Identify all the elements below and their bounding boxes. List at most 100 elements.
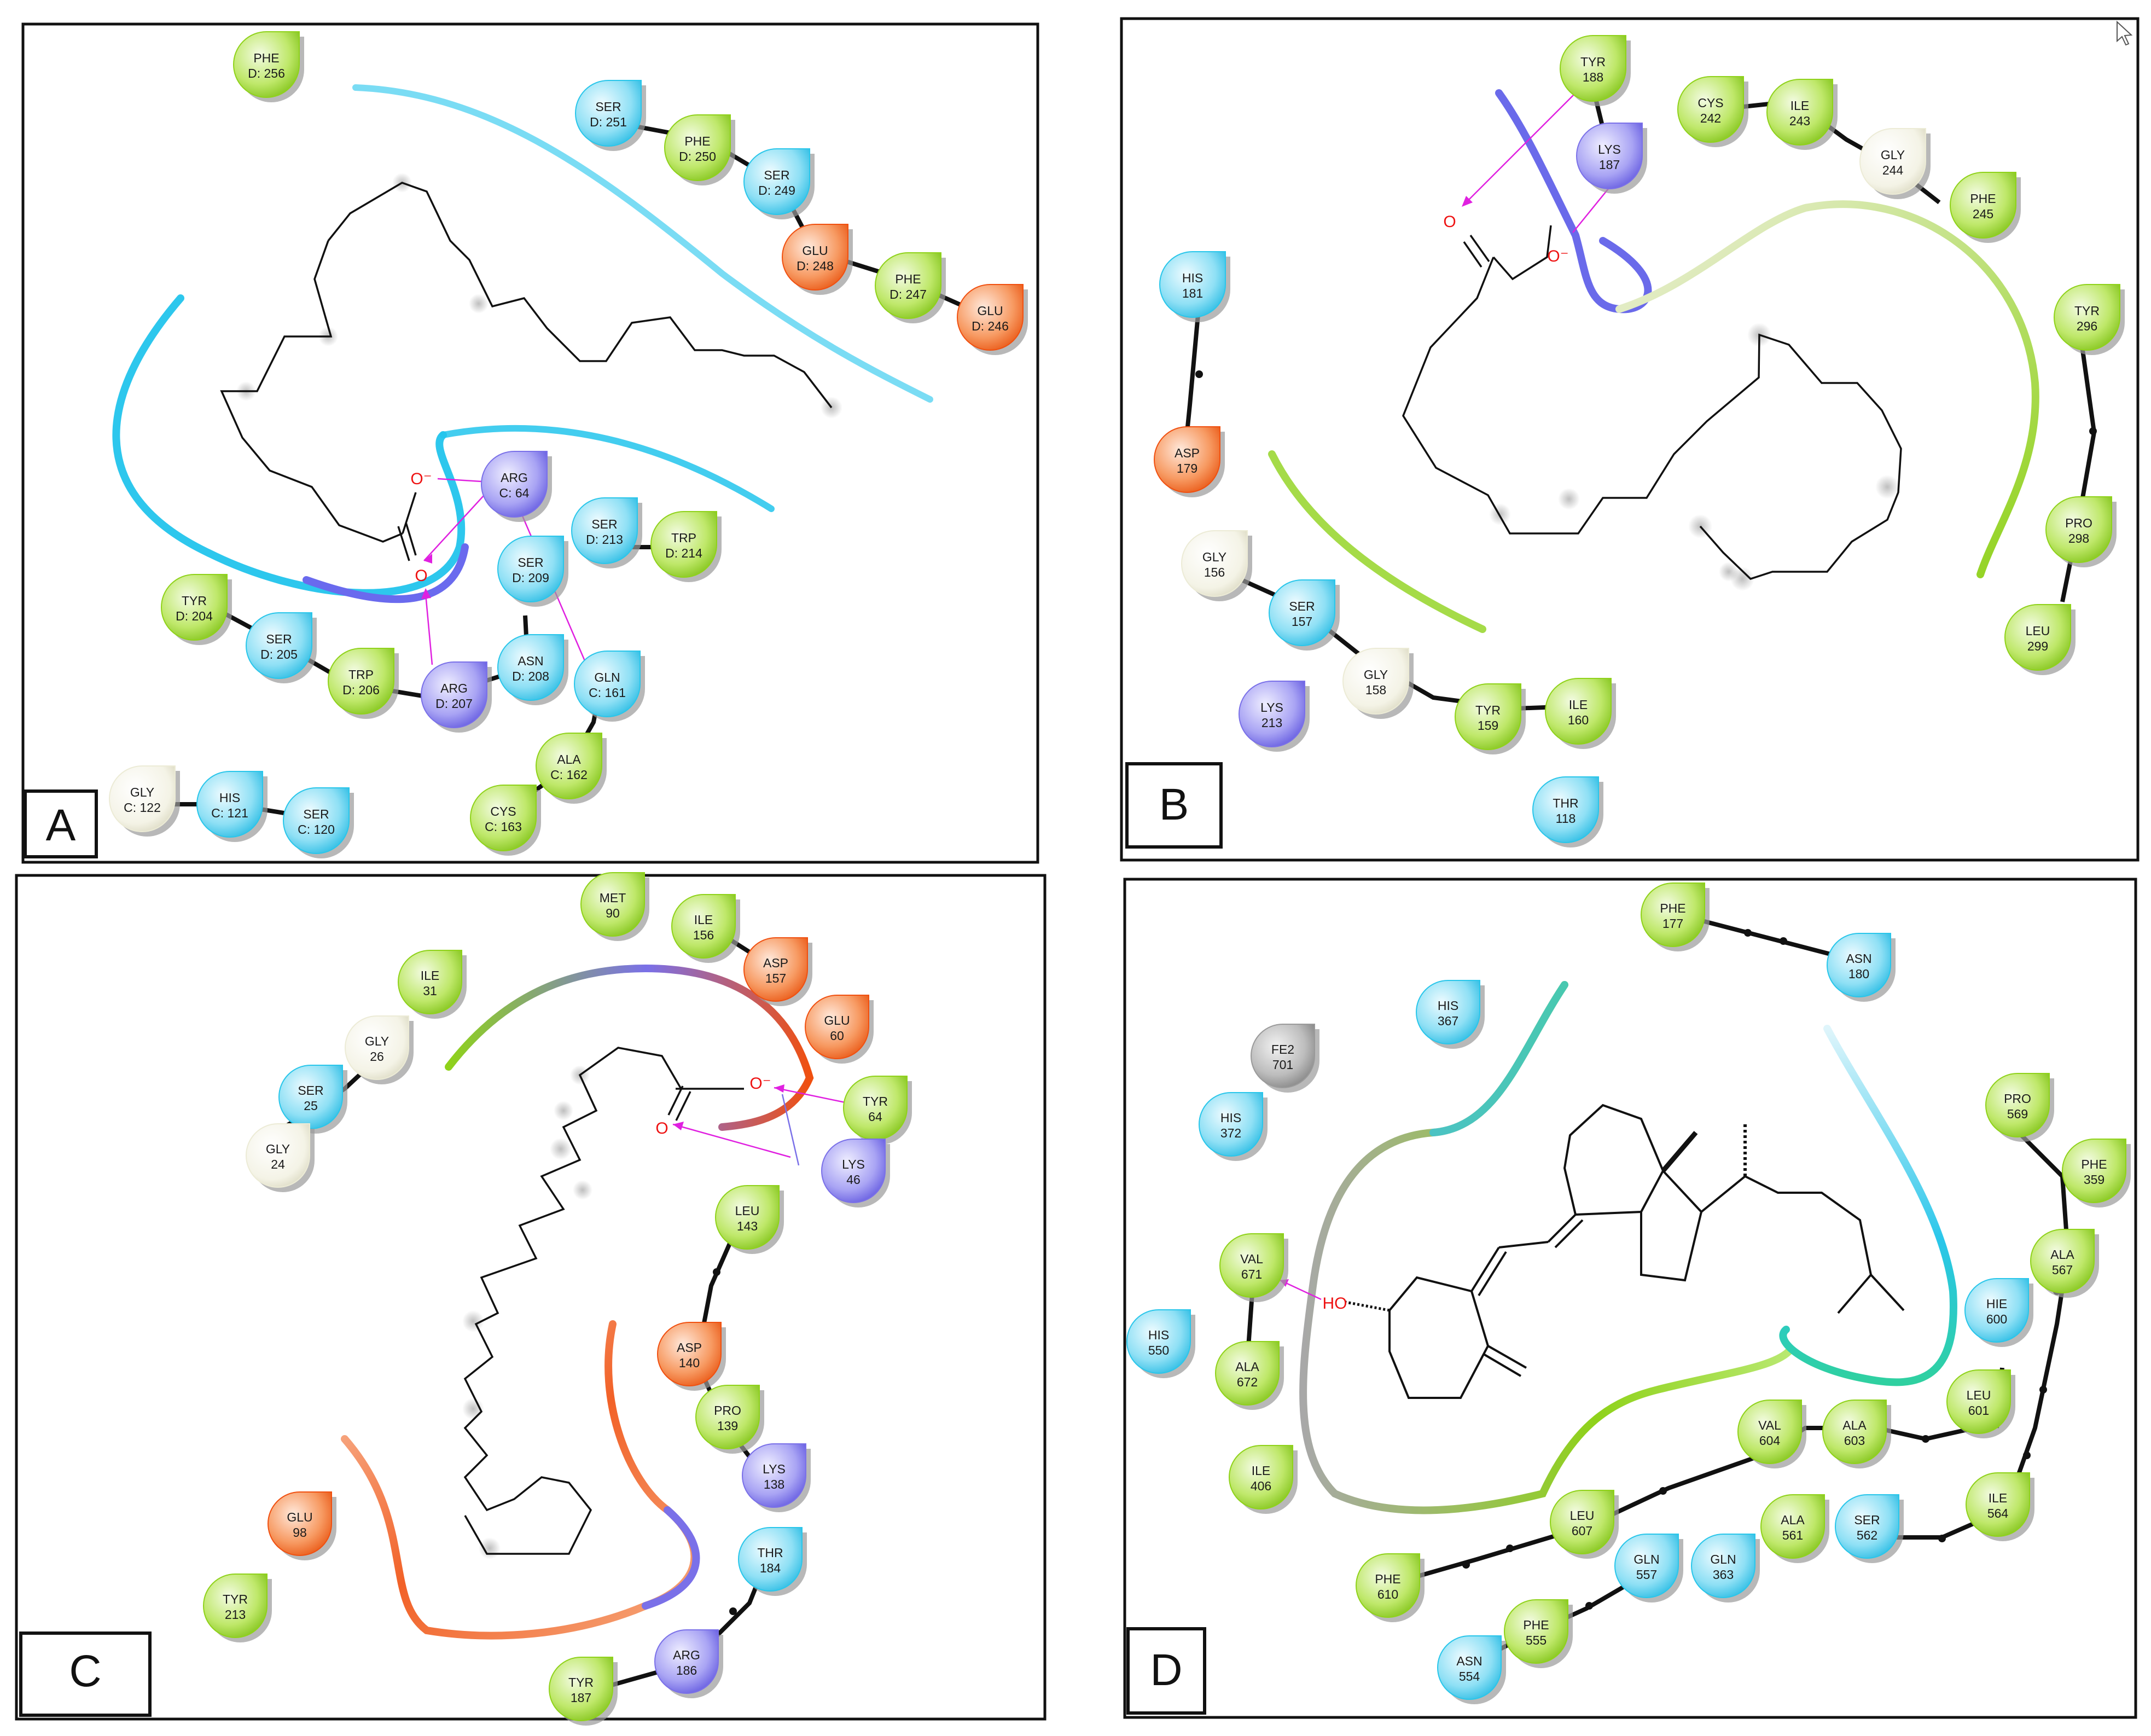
- residue-number: 555: [1526, 1633, 1547, 1647]
- residue-name: TYR: [863, 1094, 888, 1108]
- residue-name: SER: [1854, 1513, 1880, 1527]
- residue-name: SER: [266, 632, 292, 646]
- residue-number: 296: [2077, 319, 2097, 333]
- residue-number: 604: [1759, 1433, 1781, 1448]
- residue-number: 31: [423, 984, 437, 998]
- residue-shape: [1199, 1092, 1263, 1157]
- residue-name: THR: [757, 1546, 783, 1560]
- residue-shape: [268, 1491, 332, 1556]
- residue-number: 603: [1844, 1433, 1865, 1448]
- residue-name: SER: [518, 555, 543, 570]
- residue-number: 243: [1789, 114, 1810, 128]
- residue-shape: [2004, 604, 2071, 671]
- residue-number: 64: [868, 1110, 882, 1124]
- pocket-outline: [1615, 200, 2039, 578]
- residue-name: GLU: [977, 304, 1003, 318]
- residue-name: PRO: [2004, 1091, 2031, 1106]
- residue-shape: [743, 148, 810, 215]
- residue-number: 242: [1700, 111, 1721, 125]
- residue-shape: [657, 1322, 722, 1386]
- svg-text:O: O: [415, 567, 427, 585]
- residue-number: 359: [2084, 1172, 2105, 1187]
- residue-number: 600: [1986, 1312, 2007, 1326]
- residue-number: 156: [1204, 565, 1225, 579]
- residue-number: D: 213: [586, 532, 623, 547]
- residue-name: CYS: [1697, 96, 1723, 110]
- residue-shape: [1437, 1635, 1502, 1700]
- residue-name: PHE: [253, 51, 279, 65]
- residue-name: SER: [303, 807, 329, 821]
- residue-name: HIE: [1986, 1297, 2007, 1311]
- residue-shape: [470, 785, 537, 851]
- residue-shape: [109, 765, 176, 832]
- residue-number: D: 209: [512, 571, 549, 585]
- residue-number: D: 214: [665, 546, 702, 560]
- residue-name: GLN: [1710, 1552, 1736, 1566]
- panel-A-label: A: [24, 789, 98, 858]
- residue-shape: [782, 224, 848, 291]
- residue-name: ASP: [763, 956, 788, 970]
- residue-shape: [1550, 1490, 1614, 1554]
- residue-name: TRP: [671, 531, 696, 545]
- pocket-outline: [1429, 981, 1568, 1136]
- panel-A-frame: [21, 22, 1039, 864]
- residue-number: 60: [830, 1029, 844, 1043]
- pocket-outline: [1299, 981, 1793, 1514]
- pocket-outline: [1779, 1025, 1957, 1386]
- residue-number: 567: [2052, 1263, 2073, 1277]
- residue-shape: [1159, 251, 1226, 318]
- residue-number: 26: [370, 1049, 384, 1064]
- residue-name: THR: [1553, 796, 1578, 810]
- residue-shape: [1229, 1445, 1293, 1509]
- residue-number: 564: [1987, 1506, 2009, 1520]
- residue-number: 701: [1272, 1058, 1293, 1072]
- residue-shape: [1215, 1341, 1280, 1406]
- residue-shape: [743, 937, 808, 1002]
- residue-name: SER: [764, 168, 789, 182]
- residue-shape: [345, 1015, 409, 1080]
- residue-shape: [571, 497, 638, 564]
- residue-shape: [1416, 980, 1480, 1044]
- panel-C-frame: [15, 874, 1047, 1721]
- residue-shape: [1737, 1400, 1802, 1464]
- residue-number: D: 208: [512, 669, 549, 683]
- residue-shape: [1126, 1309, 1191, 1374]
- residue-name: TYR: [568, 1675, 594, 1689]
- residue-shape: [957, 284, 1024, 351]
- pocket-outline: [1495, 89, 1652, 313]
- residue-number: 98: [293, 1525, 307, 1540]
- hydroxyl-label: HO: [1323, 1294, 1347, 1313]
- residue-shape: [497, 634, 564, 701]
- residue-name: ILE: [1790, 98, 1810, 113]
- panel-C-label: C: [19, 1632, 152, 1717]
- panel-B-pocket: [1268, 89, 2039, 633]
- panel-D-frame: [1123, 878, 2137, 1719]
- residue-number: D: 206: [342, 683, 380, 697]
- residue-shape: [664, 114, 731, 181]
- residue-shape: [2030, 1229, 2095, 1293]
- residue-name: ARG: [440, 681, 468, 695]
- residue-name: ARG: [501, 471, 528, 485]
- svg-text:D: D: [1150, 1645, 1182, 1695]
- residue-name: SER: [595, 100, 621, 114]
- residue-name: PHE: [1660, 901, 1685, 915]
- residue-shape: [1827, 933, 1891, 997]
